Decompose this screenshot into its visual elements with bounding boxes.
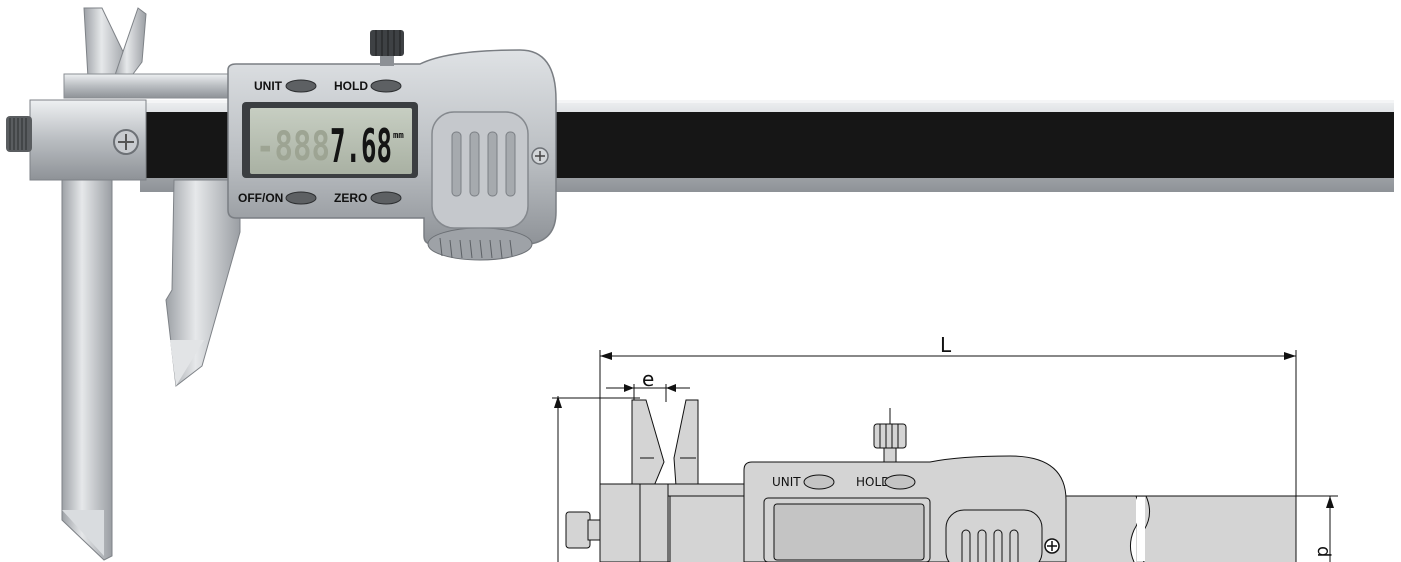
caliper-photo: -888 7.68 mm UNIT HOLD OFF/ON ZERO (6, 7, 1394, 561)
lcd-reading: 7.68 (330, 119, 392, 173)
hold-label: HOLD (334, 79, 368, 93)
lcd-screen (250, 108, 412, 174)
dimension-d-label: d (1313, 546, 1334, 557)
off-on-label: OFF/ON (238, 191, 283, 205)
drawing-lock-screw (873, 423, 907, 449)
drawing-lcd (773, 503, 925, 561)
drawing-hold-button (884, 474, 916, 490)
unit-label: UNIT (254, 79, 283, 93)
off-on-button[interactable] (285, 191, 317, 205)
drawing-fixed-jaw (631, 399, 665, 487)
zero-button[interactable] (370, 191, 402, 205)
caliper-drawing: L e d (552, 333, 1338, 562)
lcd-ghost-digits: -888 (256, 124, 330, 170)
hold-button[interactable] (370, 79, 402, 93)
unit-button[interactable] (285, 79, 317, 93)
dimension-e-label: e (642, 367, 654, 391)
drawing-unit-button (803, 474, 835, 490)
drawing-hold-label: HOLD (856, 475, 890, 489)
zero-label: ZERO (334, 191, 367, 205)
lower-fixed-jaw (61, 179, 113, 561)
drawing-knob (565, 511, 591, 549)
drawing-moving-jaw (673, 399, 699, 487)
lcd-unit: mm (393, 131, 404, 141)
upper-moving-jaw (113, 7, 147, 79)
lock-screw (370, 30, 404, 56)
dimension-l-label: L (940, 333, 952, 357)
drawing-unit-label: UNIT (772, 475, 801, 489)
